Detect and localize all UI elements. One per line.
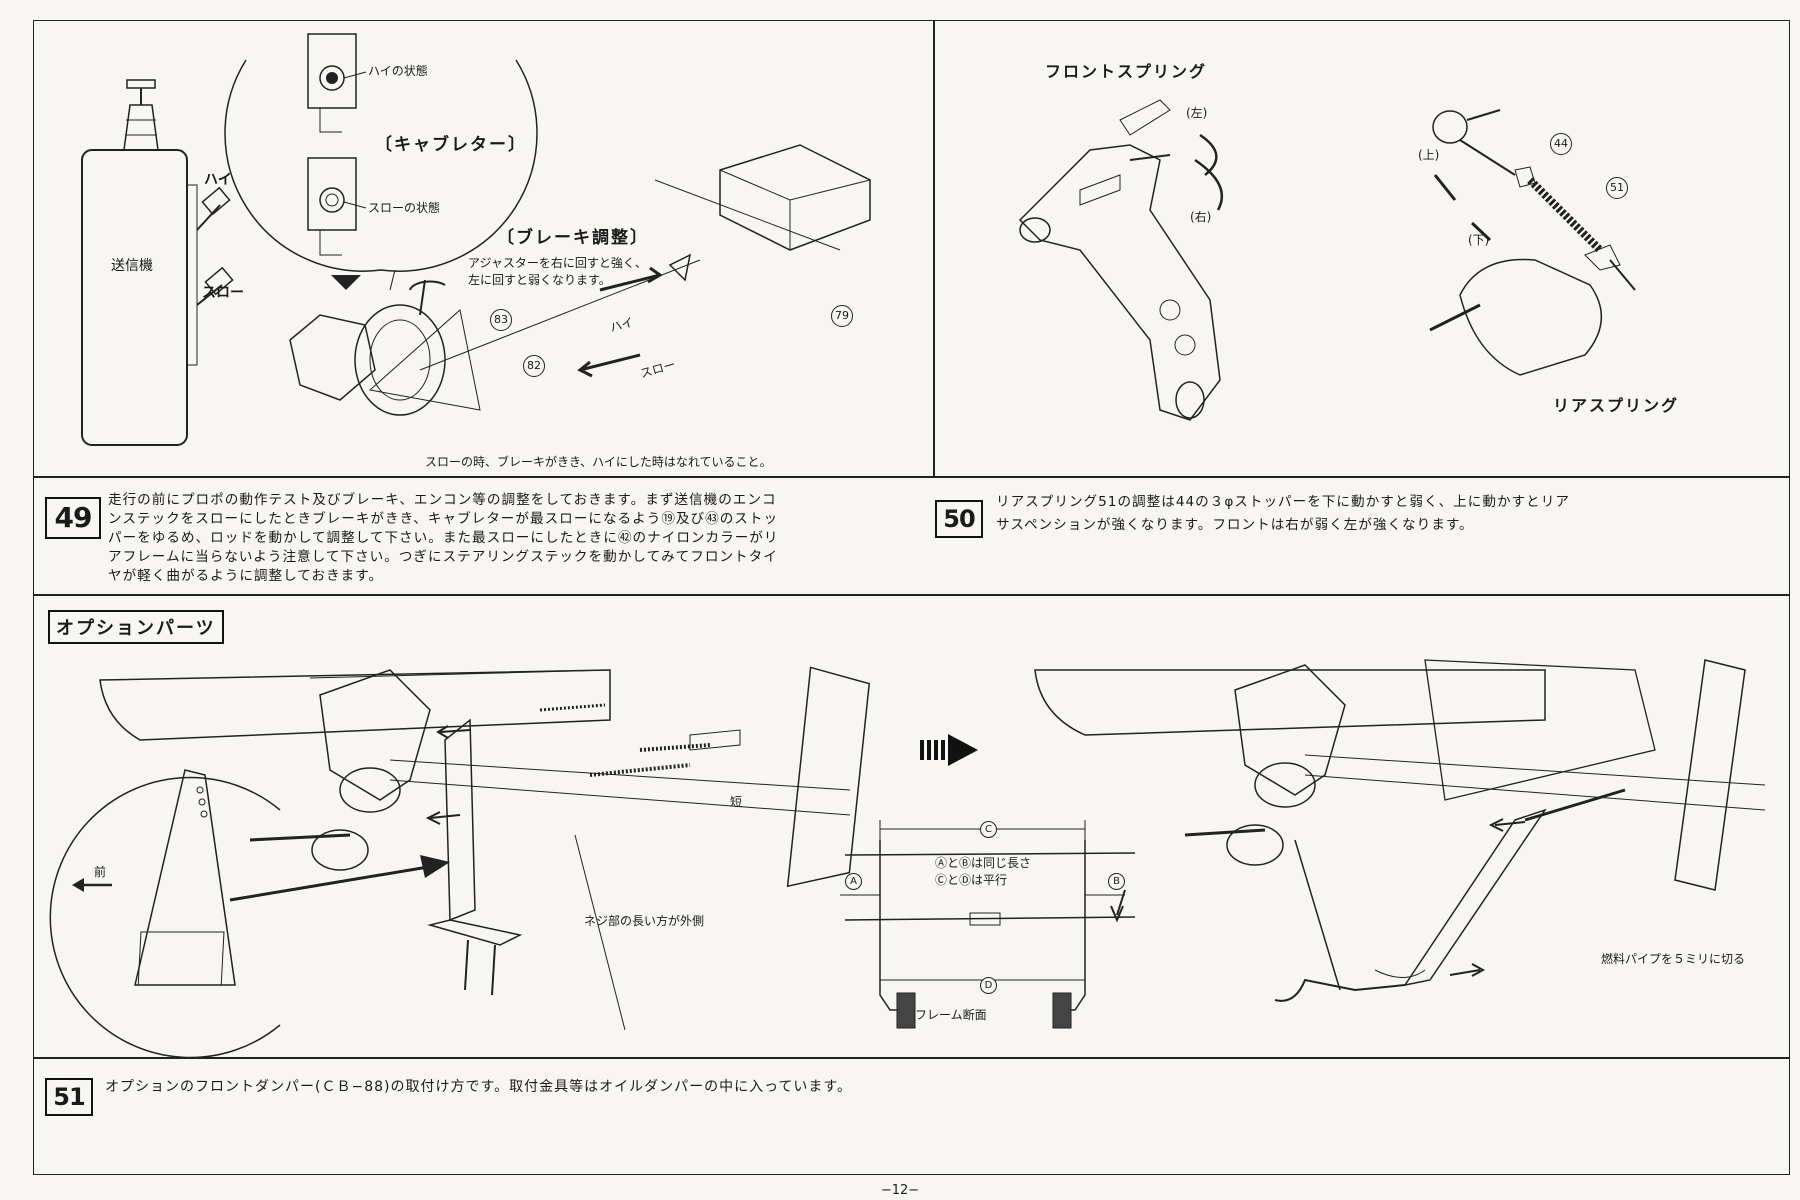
step-50-number: 50 — [935, 500, 983, 538]
front-direction-label: 前 — [94, 865, 107, 879]
part-number-82: 82 — [523, 355, 545, 377]
front-spring-title: フロントスプリング — [1045, 62, 1208, 81]
brake-assembly-drawing — [280, 140, 900, 460]
dimension-d: D — [980, 977, 997, 994]
brake-note-line-1: アジャスターを右に回すと強く、 — [468, 256, 647, 270]
brake-caption: スローの時、ブレーキがきき、ハイにした時はなれていること。 — [425, 455, 772, 469]
panel-divider-3 — [33, 1057, 1790, 1059]
page-number: −12− — [880, 1183, 920, 1198]
page-frame — [33, 20, 1790, 1175]
front-left-label: (左) — [1186, 106, 1208, 120]
brake-adjust-title: 〔ブレーキ調整〕 — [497, 228, 649, 248]
step-51-number: 51 — [45, 1078, 93, 1116]
option-parts-title: オプションパーツ — [48, 610, 224, 644]
fuel-pipe-note: 燃料パイプを５ミリに切る — [1601, 952, 1746, 966]
step-50-text: リアスプリング51の調整は44の３φストッパーを下に動かすと弱く、上に動かすとリ… — [996, 491, 1570, 537]
transmitter-illustration — [70, 75, 240, 455]
step-49-line: ンステックをスローにしたときブレーキがきき、キャブレターが最スローになるよう⑲及… — [108, 511, 779, 527]
ab-equal-note: ⒶとⒷは同じ長さ — [935, 856, 1032, 870]
transmitter-label: 送信機 — [111, 258, 153, 274]
slow-state-label: スローの状態 — [368, 201, 441, 215]
carb-state-circle — [236, 20, 526, 290]
step-50-line: サスペンションが強くなります。フロントは右が弱く左が強くなります。 — [996, 517, 1474, 533]
step-49-number: 49 — [45, 497, 101, 539]
dimension-b: B — [1108, 873, 1125, 890]
rear-down-label: (下) — [1468, 233, 1490, 247]
front-spring-drawing — [1010, 100, 1250, 430]
step-49-line: パーをゆるめ、ロッドを動かして調整して下さい。また最スローにしたときに㊷のナイロ… — [108, 530, 779, 546]
part-number-51: 51 — [1606, 177, 1628, 199]
carburetor-title: 〔キャブレター〕 — [375, 135, 527, 155]
part-number-83: 83 — [490, 309, 512, 331]
cd-parallel-note: ⒸとⒹは平行 — [935, 873, 1008, 887]
step-49-text: 走行の前にプロポの動作テスト及びブレーキ、エンコン等の調整をしておきます。まず送… — [108, 491, 779, 586]
option-front-assembly-right — [1025, 640, 1785, 1040]
option-front-assembly-left — [50, 650, 880, 1050]
screw-orientation-note: ネジ部の長い方が外側 — [584, 914, 705, 928]
high-lever-label: ハイ — [204, 172, 232, 188]
step-49-line: アフレームに当らないよう注意して下さい。つぎにステアリングステックを動かしてみて… — [108, 549, 778, 565]
part-number-79: 79 — [831, 305, 853, 327]
step-49-line: ヤが軽く曲がるように調整しておきます。 — [108, 568, 384, 584]
high-state-label: ハイの状態 — [368, 64, 428, 78]
dimension-a: A — [845, 873, 862, 890]
step-50-line: リアスプリング51の調整は44の３φストッパーを下に動かすと弱く、上に動かすとリ… — [996, 494, 1570, 510]
slow-lever-label: スロー — [202, 285, 244, 301]
transition-arrow — [920, 734, 978, 766]
rear-spring-drawing — [1420, 105, 1660, 405]
panel-divider-2 — [33, 594, 1790, 596]
part-number-44: 44 — [1550, 133, 1572, 155]
frame-section-label: フレーム断面 — [915, 1008, 987, 1022]
panel-divider-vertical — [933, 20, 935, 476]
step-49-line: 走行の前にプロポの動作テスト及びブレーキ、エンコン等の調整をしておきます。まず送… — [108, 492, 777, 508]
step-51-text: オプションのフロントダンパー(ＣＢ−88)の取付け方です。取付金具等はオイルダン… — [105, 1079, 852, 1095]
brake-note-line-2: 左に回すと弱くなります。 — [468, 273, 611, 287]
dimension-c: C — [980, 821, 997, 838]
rear-up-label: (上) — [1418, 148, 1440, 162]
panel-divider-1 — [33, 476, 1790, 478]
front-right-label: (右) — [1190, 210, 1212, 224]
bracket-closeup-circle — [50, 760, 280, 1035]
rear-spring-title: リアスプリング — [1553, 396, 1680, 415]
short-label: 短 — [730, 795, 743, 809]
